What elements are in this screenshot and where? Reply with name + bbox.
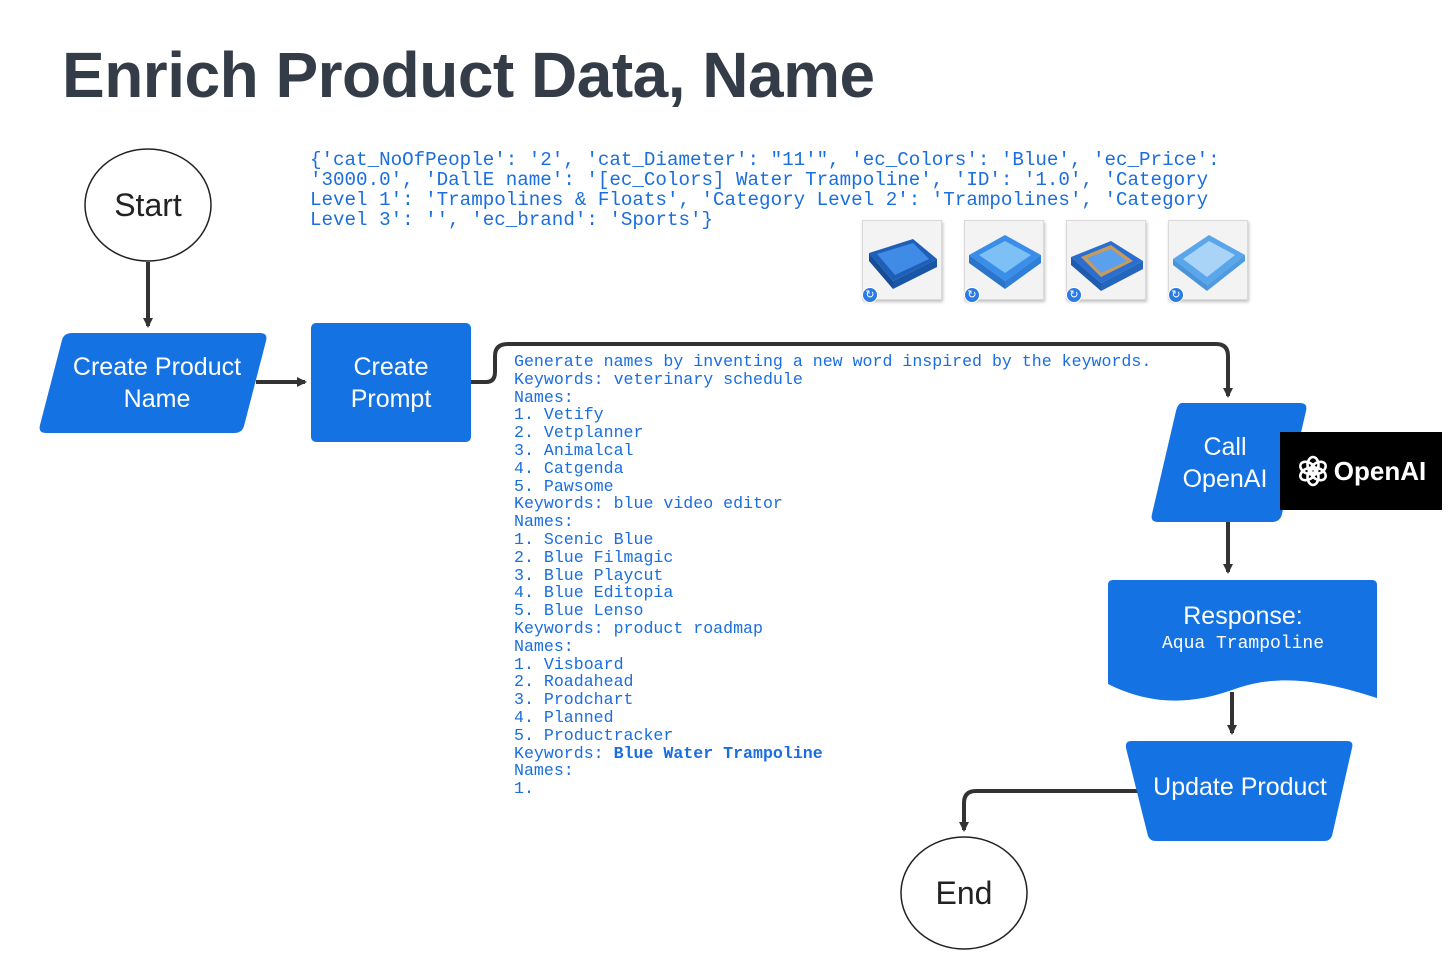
openai-logo: OpenAI [1280, 432, 1442, 510]
refresh-icon[interactable]: ↻ [1066, 287, 1082, 303]
prompt-tail: Names: 1. [514, 761, 574, 799]
refresh-icon[interactable]: ↻ [964, 287, 980, 303]
create-product-name-shape [39, 333, 267, 433]
create-product-name-node: Create Product Name [72, 353, 242, 413]
call-openai-shape [1151, 403, 1307, 522]
trampoline-image [1173, 235, 1245, 291]
connector-prompt-to-openai [471, 342, 1233, 398]
trampoline-thumbnail-1[interactable]: ↻ [862, 220, 942, 303]
end-node-shape [900, 836, 1028, 950]
trampoline-image [869, 239, 937, 289]
create-prompt-node: Create Prompt [350, 352, 432, 413]
prompt-text: Generate names by inventing a new word i… [514, 352, 1152, 799]
call-openai-node: Call OpenAI [1182, 432, 1268, 493]
start-node: Start [114, 187, 182, 223]
refresh-icon[interactable]: ↻ [1168, 287, 1184, 303]
response-label: Response: [1183, 602, 1303, 630]
openai-logo-text: OpenAI [1333, 455, 1427, 486]
response-node: Response: Aqua Trampoline [1108, 600, 1378, 656]
openai-logo-icon [1298, 455, 1327, 487]
end-node: End [935, 875, 993, 911]
response-document-shape [1108, 580, 1377, 701]
response-value: Aqua Trampoline [1161, 634, 1325, 654]
trampoline-thumbnail-4[interactable]: ↻ [1168, 220, 1248, 303]
prompt-examples: Generate names by inventing a new word i… [514, 352, 1152, 763]
update-product-node: Update Product [1153, 773, 1327, 801]
create-prompt-shape [311, 323, 471, 442]
trampoline-image [969, 235, 1041, 289]
product-json-text: {'cat_NoOfPeople': '2', 'cat_Diameter': … [310, 149, 1220, 231]
connector-update-to-end [959, 789, 1138, 832]
trampoline-thumbnail-3[interactable]: ↻ [1066, 220, 1146, 303]
refresh-icon[interactable]: ↻ [862, 287, 878, 303]
diagram-title: Enrich Product Data, Name [62, 39, 875, 111]
start-node-shape [84, 148, 212, 262]
prompt-keywords: Blue Water Trampoline [613, 743, 823, 763]
trampoline-thumbnail-2[interactable]: ↻ [964, 220, 1044, 303]
trampoline-image [1071, 241, 1143, 291]
update-product-shape [1125, 741, 1353, 841]
